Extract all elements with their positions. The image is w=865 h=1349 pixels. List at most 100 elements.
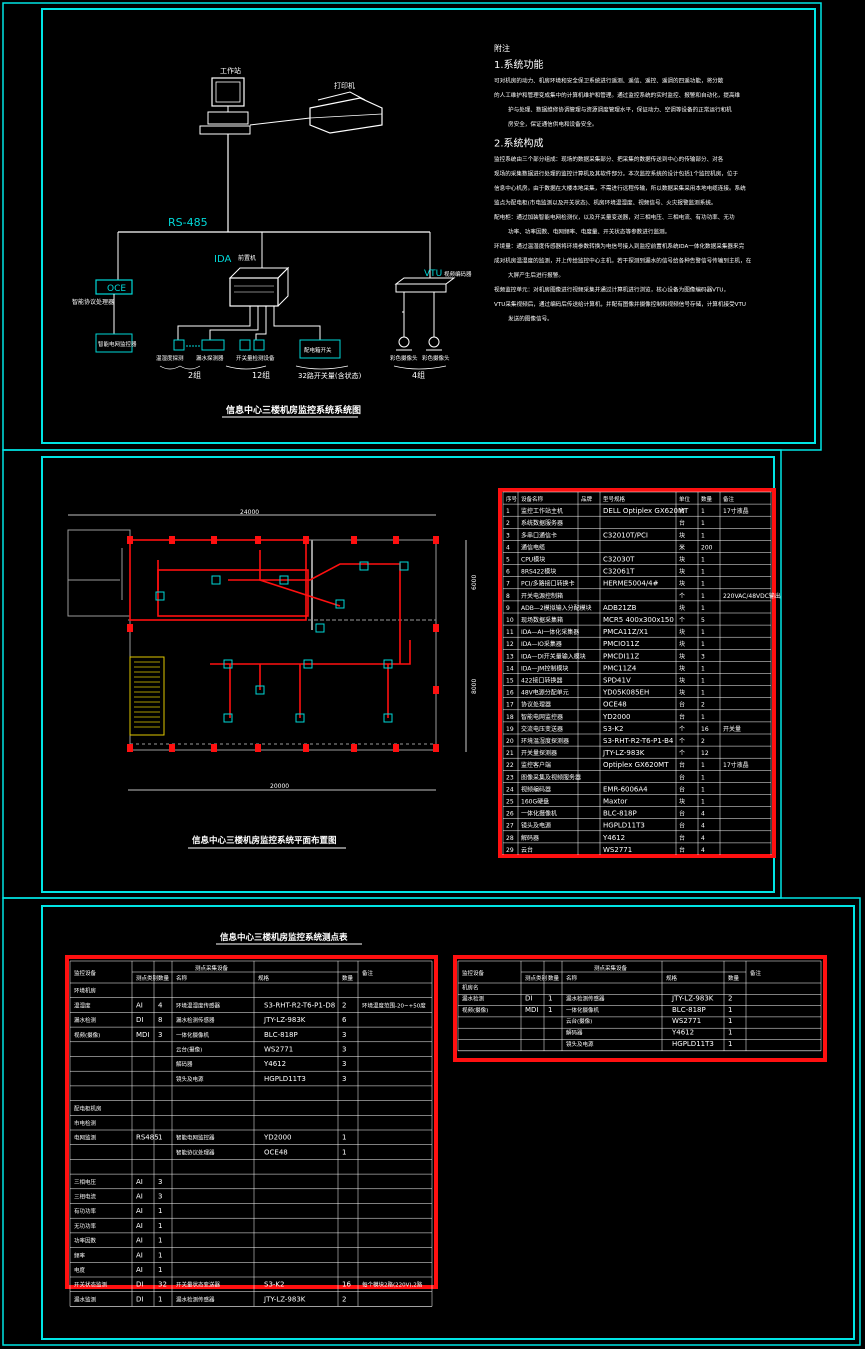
table-cell: 镜头及电源: [566, 1040, 594, 1048]
equip-cell: 视频编码器: [521, 785, 551, 793]
table-cell: DI: [525, 995, 532, 1003]
equip-cell: 1: [701, 714, 705, 721]
equip-cell: IDA—DI开关量输入模块: [521, 652, 586, 660]
equip-cell: 块: [679, 640, 685, 648]
table-cell: 漏水检测传感器: [176, 1295, 215, 1303]
equip-cell: 1: [701, 762, 705, 769]
table-cell: AI: [136, 1251, 143, 1259]
equip-cell: 10: [506, 617, 514, 624]
equip-cell: 交流电压变送器: [521, 725, 563, 733]
equip-cell: 米: [679, 543, 685, 551]
equip-cell: Y4612: [602, 834, 625, 842]
equip-cell: 台: [679, 822, 685, 830]
equip-cell: 4: [701, 811, 705, 818]
table-cell: Y4612: [263, 1060, 286, 1068]
table-cell: 漏水检测传感器: [176, 1016, 215, 1024]
ida-sub: 前置机: [238, 254, 256, 262]
equip-cell: 块: [679, 677, 685, 685]
ida-label: IDA: [214, 254, 231, 265]
equip-cell: 1: [701, 690, 705, 697]
equip-cell: 块: [679, 580, 685, 588]
equip-cell: 1: [701, 629, 705, 636]
table-cell: 2: [728, 995, 732, 1003]
equip-header: 备注: [723, 495, 735, 503]
table-cell: 一体化摄像机: [176, 1031, 210, 1039]
table-header: 监控设备: [74, 969, 97, 977]
equip-cell: 4: [701, 823, 705, 830]
equip-cell: 200: [701, 544, 713, 551]
table-header: 名称: [176, 974, 188, 982]
table-cell: 漏水检测传感器: [566, 995, 605, 1003]
table-header: 数量: [342, 974, 354, 982]
table-cell: HGPLD11T3: [672, 1040, 714, 1048]
equip-cell: 25: [506, 799, 514, 806]
equip-cell: 1: [701, 520, 705, 527]
equip-cell: 21: [506, 750, 514, 757]
equip-header: 品牌: [581, 495, 593, 503]
sensor-count-0: 2组: [188, 370, 201, 380]
equip-cell: 1: [701, 569, 705, 576]
table-cell: 4: [158, 1001, 163, 1009]
column-marker: [169, 744, 175, 752]
equip-cell: IDA—IO采集器: [521, 640, 562, 648]
equipment-table-highlight: [498, 488, 776, 858]
table-cell: 3: [158, 1031, 162, 1039]
equip-cell: 个: [679, 750, 685, 757]
equip-cell: 环境温湿度探测器: [521, 737, 569, 745]
equip-cell: 1: [701, 532, 705, 539]
table-cell: AI: [136, 1237, 143, 1245]
table-cell: 开关状态监测: [74, 1281, 108, 1289]
equip-cell: PCI/多路接口转换卡: [521, 580, 575, 588]
note-line: 可对机房的动力、机房环境和安全保卫系统进行遥测、遥信、遥控、遥调的四遥功能，将分…: [494, 77, 724, 85]
table-header: 数量: [548, 974, 560, 982]
equip-cell: 15: [506, 678, 514, 685]
equip-cell: PMCIO11Z: [603, 640, 640, 648]
table-header: 数量: [728, 974, 740, 982]
table-cell: OCE48: [264, 1148, 288, 1156]
table-cell: 一体化摄像机: [566, 1006, 600, 1014]
note-line: 现场的采集数据进行处理的监控计算机及其软件部分。本次监控系统的设计包括1个监控机…: [494, 170, 738, 178]
sensor-label-3: 配电箱开关: [304, 346, 332, 354]
table-cell: 智能电网监控器: [176, 1134, 215, 1142]
table-header: 数量: [158, 974, 170, 982]
equip-cell: 台: [679, 761, 685, 769]
table-cell: 1: [158, 1266, 162, 1274]
plan-devices: [155, 561, 409, 723]
sensor-device: [303, 659, 313, 669]
equip-cell: 12: [506, 641, 514, 648]
table-cell: 2: [342, 1295, 346, 1303]
note-line: 成对机房温湿度的监测，并上传给监控中心主机，若干探测到漏水的信号给各种告警信号传…: [494, 257, 752, 265]
table-cell: 1: [342, 1148, 346, 1156]
table-cell: 机房名: [462, 983, 479, 991]
equip-cell: Optiplex GX620MT: [603, 761, 669, 769]
equip-cell: 块: [679, 628, 685, 636]
table-cell: 1: [342, 1134, 346, 1142]
equip-cell: S3-RHT-R2-T6-P1-B4: [603, 737, 674, 745]
equip-cell: 8RS422模块: [521, 568, 556, 576]
vtu-sub: 视频编码器: [444, 270, 472, 278]
equip-cell: 图像采集及视频服务器: [521, 773, 581, 781]
note-line: VTU采集视频后，通过编码后传送给计算机，并配有图像并摄像控制和视频信号存储，计…: [494, 300, 746, 308]
equip-cell: 4: [701, 835, 705, 842]
table-header: 监控设备: [462, 969, 485, 977]
table-cell: 解码器: [176, 1060, 193, 1068]
equip-cell: 解码器: [521, 834, 539, 842]
table-cell: 每个模块2路(220V),2路: [362, 1281, 423, 1289]
table-cell: AI: [136, 1193, 143, 1201]
equip-cell: 台: [679, 713, 685, 721]
dim-right-2: 8000: [471, 679, 478, 694]
table-cell: 1: [728, 1017, 732, 1025]
equip-cell: 协议处理器: [521, 701, 551, 709]
equip-cell: PMC11Z4: [603, 664, 637, 672]
table-cell: 三相电流: [74, 1193, 97, 1201]
note-line: 大屏产生后进行报警。: [508, 271, 564, 279]
equip-cell: 5: [701, 617, 705, 624]
equip-cell: 块: [679, 798, 685, 806]
left-table-highlight: [65, 955, 438, 1289]
equip-cell: 个: [679, 617, 685, 624]
equip-cell: 台: [679, 846, 685, 854]
equip-cell: 4: [701, 847, 705, 854]
column-marker: [351, 536, 357, 544]
ida-collector-icon: [228, 266, 290, 307]
equip-cell: C32010T/PCI: [603, 531, 648, 539]
